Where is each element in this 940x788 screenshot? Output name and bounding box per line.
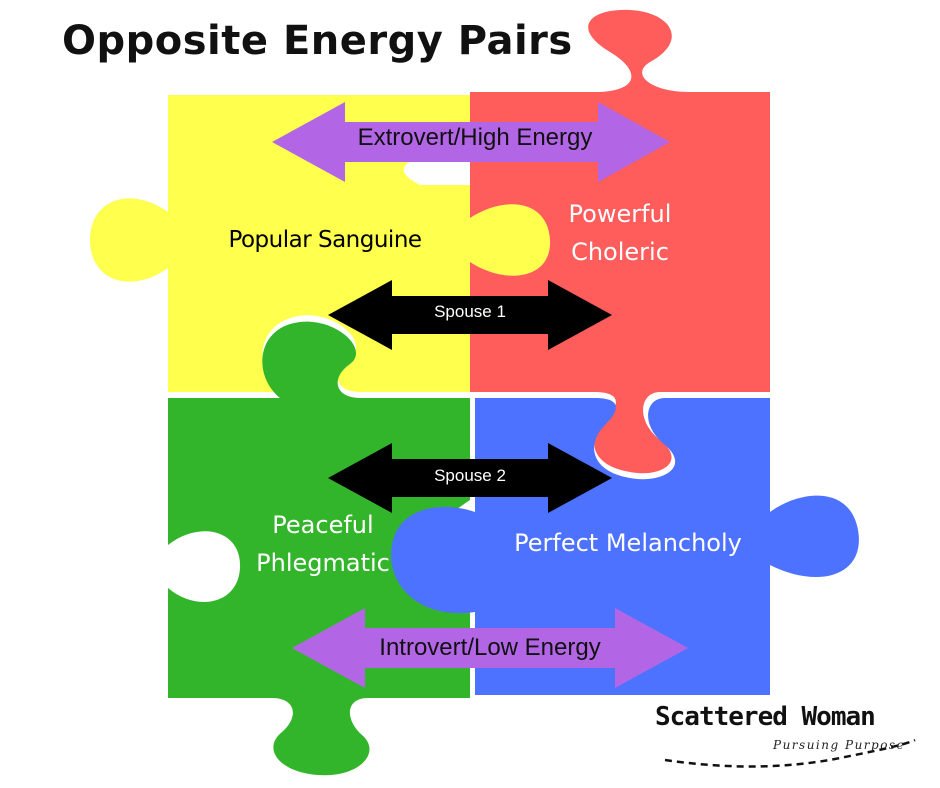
extrovert-arrow-label: Extrovert/High Energy (357, 124, 593, 151)
choleric-label-line2: Choleric (571, 238, 669, 267)
spouse2-arrow (328, 443, 612, 513)
introvert-arrow-label: Introvert/Low Energy (379, 634, 601, 661)
choleric-label: Powerful Choleric (545, 195, 695, 272)
choleric-label-line1: Powerful (568, 200, 672, 228)
brand-logo: Scattered Woman Pursuing Purpose (655, 702, 925, 752)
page-title: Opposite Energy Pairs (62, 18, 573, 64)
brand-tagline: Pursuing Purpose (773, 738, 906, 752)
phlegmatic-label-line2: Phlegmatic (256, 549, 390, 578)
spouse1-arrow-label: Spouse 1 (434, 302, 506, 321)
spouse2-arrow-label: Spouse 2 (434, 466, 506, 485)
extrovert-arrow (272, 102, 670, 182)
brand-swoosh (664, 738, 916, 768)
phlegmatic-label: Peaceful Phlegmatic (238, 506, 408, 583)
brand-name: Scattered Woman (655, 702, 876, 732)
melancholy-label: Perfect Melancholy (514, 529, 742, 557)
phlegmatic-label-line1: Peaceful (272, 511, 374, 539)
spouse1-arrow (328, 280, 612, 350)
introvert-arrow (292, 608, 688, 688)
sanguine-label: Popular Sanguine (228, 227, 422, 253)
